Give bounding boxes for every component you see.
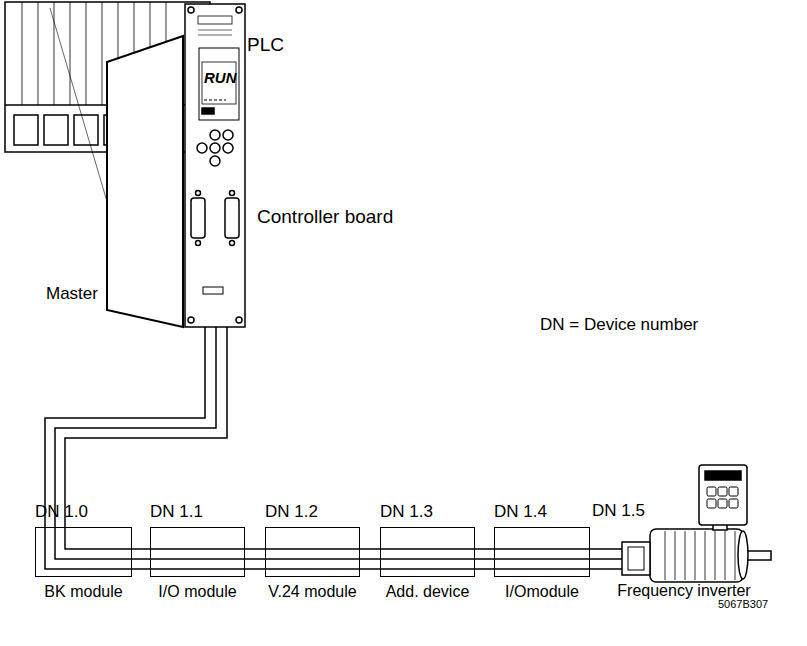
note: DN = Device number — [540, 316, 698, 335]
bus-wire — [475, 568, 494, 570]
fin — [675, 531, 676, 580]
bus-wire — [360, 568, 380, 570]
controller-panel — [185, 4, 245, 327]
display-text: RUN — [204, 70, 237, 87]
bus-connector — [132, 549, 150, 569]
bus-wire — [245, 568, 265, 570]
bus-connector — [245, 549, 265, 569]
bus-wire — [360, 558, 380, 560]
fin — [665, 531, 666, 580]
fin — [685, 531, 686, 580]
bus-wire — [475, 558, 494, 560]
inverter-display — [705, 471, 741, 480]
module-box: DN 1.1I/O module — [150, 527, 245, 577]
module-box: DN 1.2V.24 module — [265, 527, 360, 577]
module-name: I/Omodule — [505, 583, 579, 601]
inverter-key — [707, 487, 716, 496]
fin — [725, 531, 726, 580]
device-number: DN 1.1 — [150, 503, 203, 522]
fin — [735, 531, 736, 580]
module-name: V.24 module — [268, 583, 356, 601]
figure-number: 5067B307 — [718, 598, 768, 610]
module-box: DN 1.3Add. device — [380, 527, 475, 577]
fin — [715, 531, 716, 580]
motor-symbol — [622, 465, 771, 582]
bus-wire — [245, 558, 265, 560]
fin — [695, 531, 696, 580]
module-box: DN 1.4I/Omodule — [494, 527, 590, 577]
terminal-box — [622, 542, 650, 575]
inverter-key — [718, 487, 727, 496]
inverter-key — [718, 499, 727, 508]
bus-wire — [132, 548, 150, 550]
board-label: Master — [46, 285, 98, 304]
device-number: DN 1.2 — [265, 503, 318, 522]
terminal-plate — [628, 547, 644, 570]
bus-connector — [475, 549, 494, 569]
bus-wire — [132, 568, 150, 570]
module-name: Add. device — [386, 583, 470, 601]
bus-wire — [475, 548, 494, 550]
motor-drawing — [595, 527, 773, 577]
bus-wire — [590, 558, 595, 560]
bus-wire — [132, 558, 150, 560]
module-box: DN 1.0BK module — [35, 527, 132, 577]
module-name: BK module — [44, 583, 122, 601]
motor-body — [650, 529, 743, 582]
device-number: DN 1.4 — [494, 503, 547, 522]
fin — [705, 531, 706, 580]
master-board — [107, 36, 183, 327]
device-label: PLC — [247, 35, 284, 56]
device-number: DN 1.3 — [380, 503, 433, 522]
bus-wire — [245, 548, 265, 550]
bus-wire — [590, 548, 595, 550]
frequency-inverter: DN 1.5Frequency inverter — [595, 527, 773, 577]
device-number: DN 1.5 — [592, 502, 645, 521]
bus-connector — [590, 549, 595, 569]
end-cap — [738, 531, 748, 579]
bus-connector — [360, 549, 380, 569]
bus-wire — [360, 548, 380, 550]
inverter-key — [729, 499, 738, 508]
device-number: DN 1.0 — [35, 503, 88, 522]
inverter-key — [707, 499, 716, 508]
device-label: Controller board — [257, 207, 393, 228]
inverter-key — [729, 487, 738, 496]
module-name: Frequency inverter — [617, 582, 750, 600]
module-name: I/O module — [158, 583, 236, 601]
bus-wire — [590, 568, 595, 570]
inverter-housing — [699, 465, 747, 525]
